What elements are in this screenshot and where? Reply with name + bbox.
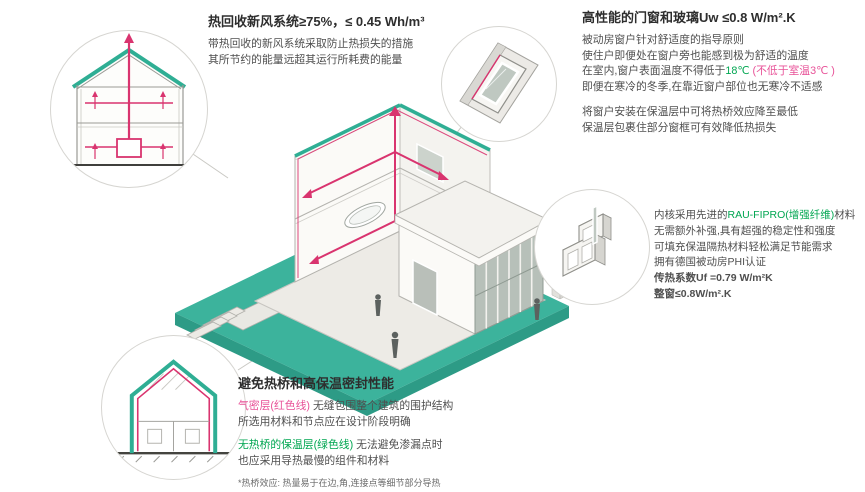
thermal-paragraph-1: 气密层(红色线) 无缝包围整个建筑的围护结构 所选用材料和节点应在设计阶段明确 xyxy=(238,399,583,430)
windows-p2-line-2: 保温层包裹住部分窗框可有效降低热损失 xyxy=(582,122,777,135)
window-profile-bubble xyxy=(534,189,650,305)
hrv-line-1: 带热回收的新风系统采取防止热损失的措施 xyxy=(208,37,414,50)
profile-line-4: 拥有德国被动房PHI认证 xyxy=(654,256,767,269)
window-seal-line xyxy=(471,54,501,100)
thermal-paragraph-2: 无热桥的保温层(绿色线) 无法避免渗漏点时 也应采用导热最慢的组件和材料 xyxy=(238,438,583,469)
glazed-wing xyxy=(393,180,551,335)
airtight-layer-line xyxy=(136,367,211,452)
insulation-layer-label: 无热桥的保温层(绿色线) xyxy=(238,439,354,452)
windows-p1-line-3a: 在室内,窗户表面温度不得低于 xyxy=(582,65,726,78)
windows-annotation: 高性能的门窗和玻璃Uw ≤0.8 W/m².K 被动房窗户针对舒适度的指导原则 … xyxy=(582,10,862,137)
bathtub xyxy=(344,201,386,229)
thermal-envelope-bubble xyxy=(101,335,246,480)
window-corner-bubble xyxy=(441,26,557,142)
hrv-section-drawing xyxy=(69,33,191,166)
insulation-edge-line xyxy=(294,103,401,158)
isometric-house-illustration xyxy=(175,103,569,416)
profile-l1-prefix: 内核采用先进的 xyxy=(654,209,728,221)
hrv-line-2: 其所节约的能量远超其运行所耗费的能量 xyxy=(208,53,403,66)
profile-l1-suffix: 材料 xyxy=(834,209,856,221)
windows-paragraph-2: 将窗户安装在保温层中可将热桥效应降至最低 保温层包裹住部分窗框可有效降低热损失 xyxy=(582,105,862,136)
profile-line-1: 内核采用先进的RAU-FIPRO(增强纤维)材料 xyxy=(654,208,864,224)
windows-p1-line-4: 即便在寒冷的冬季,在靠近窗户部位也无寒冷不适感 xyxy=(582,80,823,93)
thermal-annotation: 避免热桥和高保温密封性能 气密层(红色线) 无缝包围整个建筑的围护结构 所选用材… xyxy=(238,376,583,491)
windows-p1-line-2: 使住户即便处在窗户旁也能感到极为舒适的温度 xyxy=(582,49,809,62)
windows-temp-value: 18℃ xyxy=(725,65,750,78)
insulation-layer-line xyxy=(129,359,218,454)
thermal-p1-line-1: 无缝包围整个建筑的围护结构 xyxy=(309,399,454,412)
hrv-description: 带热回收的新风系统采取防止热损失的措施 其所节约的能量远超其运行所耗费的能量 xyxy=(208,37,476,68)
thermal-p1-line-2: 所选用材料和节点应在设计阶段明确 xyxy=(238,415,411,428)
thermal-p2-line-1: 无法避免渗漏点时 xyxy=(353,439,443,452)
windows-p2-line-1: 将窗户安装在保温层中可将热桥效应降至最低 xyxy=(582,106,798,119)
profile-annotation: 内核采用先进的RAU-FIPRO(增强纤维)材料 无需额外补强,具有超强的稳定性… xyxy=(654,208,864,303)
profile-uw-value: 整窗≤0.8W/m².K xyxy=(654,287,732,300)
profile-uf-value: 传热系数Uf =0.79 W/m²K xyxy=(654,272,773,284)
windows-paragraph-1: 被动房窗户针对舒适度的指导原则 使住户即便处在窗户旁也能感到极为舒适的温度 在室… xyxy=(582,33,862,96)
hrv-duct-lines xyxy=(85,39,173,159)
glass-pane xyxy=(592,204,598,246)
windows-temp-note: (不低于室温3℃ ) xyxy=(749,65,835,78)
airtight-layer-line xyxy=(297,109,488,278)
thermal-envelope-drawing xyxy=(109,359,238,463)
window-profile-drawing xyxy=(562,204,612,277)
insulation-edge-line xyxy=(399,103,491,152)
hrv-arrowheads xyxy=(92,33,166,149)
ground-hatch xyxy=(117,455,232,463)
windows-title: 高性能的门窗和玻璃Uw ≤0.8 W/m².K xyxy=(582,10,796,25)
profile-line-2: 无需额外补强,具有超强的稳定性和强度 xyxy=(654,224,836,237)
profile-material-name: RAU-FIPRO(增强纤维) xyxy=(727,209,835,221)
hrv-detail-bubble xyxy=(50,30,208,188)
profile-line-3: 可填充保温隔热材料轻松满足节能需求 xyxy=(654,240,833,253)
thermal-title: 避免热桥和高保温密封性能 xyxy=(238,376,395,391)
hrv-title: 热回收新风系统≥75%，≤ 0.45 Wh/m³ xyxy=(208,14,425,29)
wing-door xyxy=(412,258,438,317)
hrv-annotation: 热回收新风系统≥75%，≤ 0.45 Wh/m³ 带热回收的新风系统采取防止热损… xyxy=(208,14,476,68)
heat-exchanger-unit xyxy=(116,138,142,158)
airtight-layer-label: 气密层(红色线) xyxy=(238,399,310,412)
thermal-p2-line-2: 也应采用导热最慢的组件和材料 xyxy=(238,454,390,467)
windows-p1-line-1: 被动房窗户针对舒适度的指导原则 xyxy=(582,33,744,46)
thermal-footnote: *热桥效应: 热量易于在边,角,连接点等细节部分导热 xyxy=(238,478,441,489)
human-figures xyxy=(375,294,540,358)
window-corner-drawing xyxy=(459,42,539,124)
